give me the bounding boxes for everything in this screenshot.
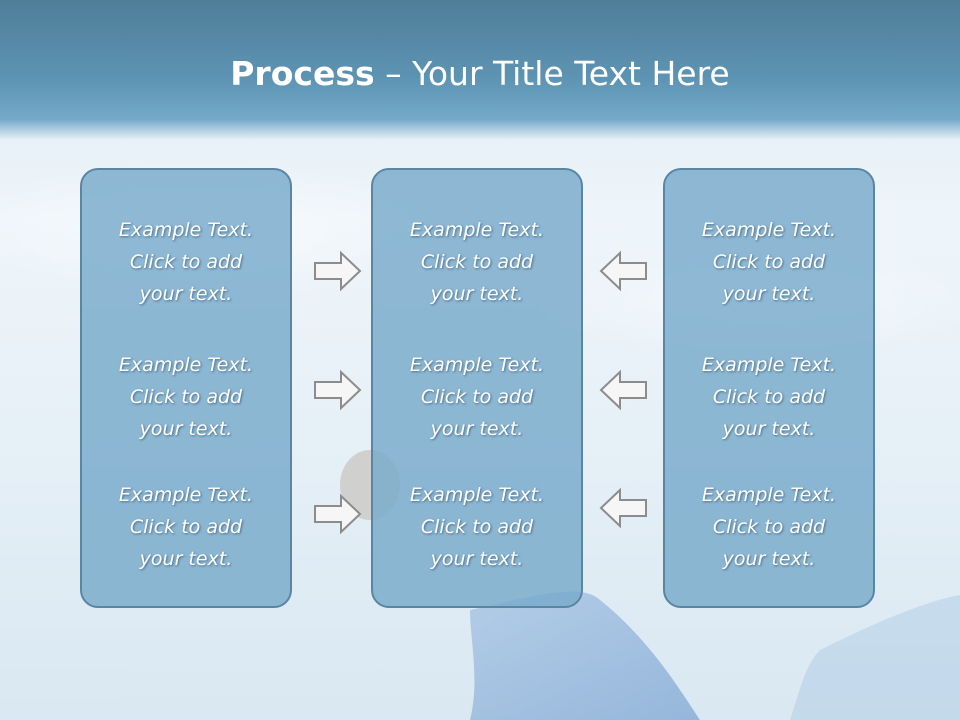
text-block[interactable]: Example Text. Click to add your text. bbox=[373, 479, 581, 575]
text-line: Click to add bbox=[420, 386, 534, 408]
text-line: Click to add bbox=[420, 516, 534, 538]
text-line: your text. bbox=[722, 418, 816, 440]
text-block[interactable]: Example Text. Click to add your text. bbox=[665, 479, 873, 575]
text-block[interactable]: Example Text. Click to add your text. bbox=[82, 479, 290, 575]
text-line: your text. bbox=[722, 548, 816, 570]
text-line: Click to add bbox=[129, 516, 243, 538]
process-box-right[interactable]: Example Text. Click to add your text. Ex… bbox=[663, 168, 875, 608]
text-line: your text. bbox=[430, 548, 524, 570]
text-line: Example Text. bbox=[701, 219, 837, 241]
text-block[interactable]: Example Text. Click to add your text. bbox=[82, 349, 290, 445]
text-block[interactable]: Example Text. Click to add your text. bbox=[665, 214, 873, 310]
text-block[interactable]: Example Text. Click to add your text. bbox=[82, 214, 290, 310]
text-line: Click to add bbox=[712, 516, 826, 538]
text-line: Click to add bbox=[129, 251, 243, 273]
arrow-right-icon bbox=[314, 493, 362, 535]
text-line: Click to add bbox=[712, 251, 826, 273]
text-line: Example Text. bbox=[118, 219, 254, 241]
process-box-left[interactable]: Example Text. Click to add your text. Ex… bbox=[80, 168, 292, 608]
text-block[interactable]: Example Text. Click to add your text. bbox=[373, 349, 581, 445]
text-line: Click to add bbox=[129, 386, 243, 408]
slide-title[interactable]: Process – Your Title Text Here bbox=[0, 52, 960, 96]
text-line: Example Text. bbox=[409, 484, 545, 506]
text-line: your text. bbox=[139, 548, 233, 570]
text-line: Click to add bbox=[420, 251, 534, 273]
text-line: Example Text. bbox=[409, 219, 545, 241]
text-line: your text. bbox=[139, 418, 233, 440]
arrow-right-icon bbox=[314, 250, 362, 292]
title-bold: Process bbox=[230, 54, 375, 93]
arrow-left-icon bbox=[599, 487, 647, 529]
text-block[interactable]: Example Text. Click to add your text. bbox=[665, 349, 873, 445]
text-line: your text. bbox=[139, 283, 233, 305]
title-rest: – Your Title Text Here bbox=[374, 54, 730, 93]
text-line: your text. bbox=[430, 283, 524, 305]
header-band bbox=[0, 0, 960, 140]
arrow-right-icon bbox=[314, 369, 362, 411]
text-line: Click to add bbox=[712, 386, 826, 408]
arrow-left-icon bbox=[599, 369, 647, 411]
text-line: Example Text. bbox=[118, 354, 254, 376]
text-line: Example Text. bbox=[701, 354, 837, 376]
text-block[interactable]: Example Text. Click to add your text. bbox=[373, 214, 581, 310]
text-line: Example Text. bbox=[118, 484, 254, 506]
process-box-center[interactable]: Example Text. Click to add your text. Ex… bbox=[371, 168, 583, 608]
arrow-left-icon bbox=[599, 250, 647, 292]
text-line: your text. bbox=[722, 283, 816, 305]
text-line: Example Text. bbox=[701, 484, 837, 506]
text-line: your text. bbox=[430, 418, 524, 440]
text-line: Example Text. bbox=[409, 354, 545, 376]
